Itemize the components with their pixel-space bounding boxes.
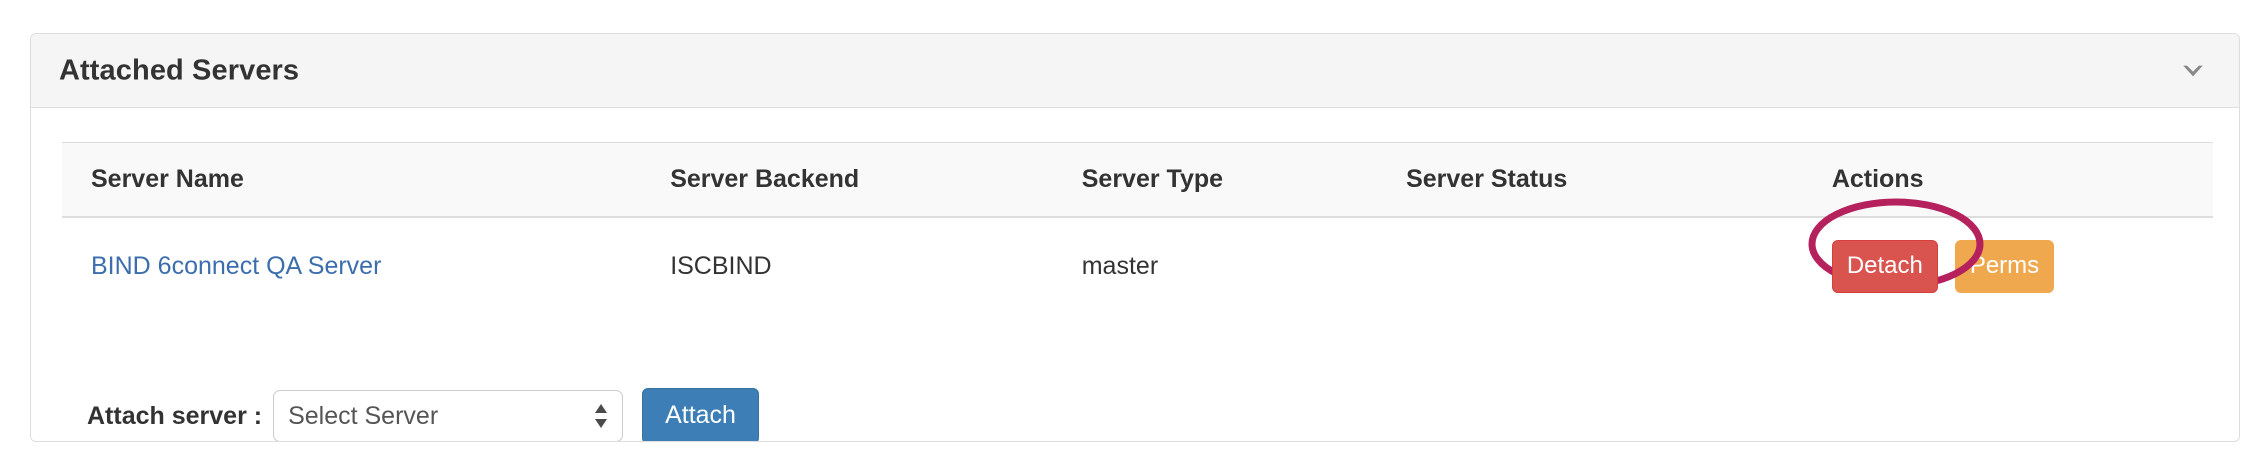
page-title: Attached Servers <box>59 54 300 86</box>
panel-collapse-toggle[interactable] <box>2171 49 2215 93</box>
cell-server-name: BIND 6connect QA Server <box>62 217 671 316</box>
table-header-row: Server Name Server Backend Server Type S… <box>62 142 2213 218</box>
chevron-down-icon <box>2183 65 2203 76</box>
attached-servers-panel: Attached Servers Server Name Server Back… <box>30 33 2240 442</box>
attach-button[interactable]: Attach <box>642 388 759 441</box>
column-header-actions: Actions <box>1831 142 2213 218</box>
column-header-server-type: Server Type <box>1081 142 1407 218</box>
server-name-link[interactable]: BIND 6connect QA Server <box>91 252 382 280</box>
server-select-value: Select Server <box>288 401 439 430</box>
attach-server-label: Attach server : <box>87 401 263 430</box>
server-select[interactable]: Select Server <box>273 390 624 441</box>
select-stepper-arrows-icon <box>595 404 608 428</box>
table-header: Server Name Server Backend Server Type S… <box>62 142 2213 218</box>
attach-server-row: Attach server : Select Server Attach <box>87 388 759 441</box>
column-header-server-backend: Server Backend <box>670 142 1082 218</box>
table-row: BIND 6connect QA Server ISCBIND master D… <box>62 198 2213 316</box>
cell-actions: Detach Perms <box>1808 198 2213 316</box>
column-header-server-name: Server Name <box>62 142 671 218</box>
cell-server-status <box>1406 217 1832 316</box>
perms-button[interactable]: Perms <box>1954 240 2055 293</box>
panel-body: Server Name Server Backend Server Type S… <box>31 108 2239 441</box>
panel-header: Attached Servers <box>31 34 2239 108</box>
column-header-server-status: Server Status <box>1406 142 1832 218</box>
attached-servers-table: Server Name Server Backend Server Type S… <box>62 142 2213 316</box>
cell-server-backend: ISCBIND <box>670 217 1082 316</box>
detach-button[interactable]: Detach <box>1831 240 1938 293</box>
table-body: BIND 6connect QA Server ISCBIND master D… <box>62 198 2213 316</box>
cell-server-type: master <box>1081 217 1407 316</box>
